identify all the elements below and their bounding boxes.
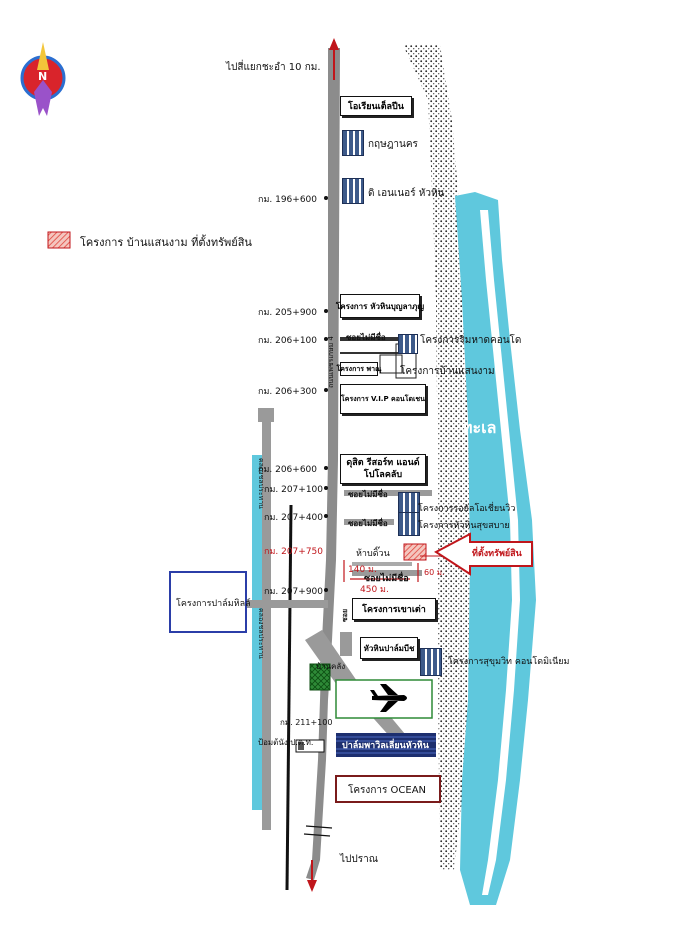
project-dusit-line1: ดุสิต รีสอร์ท แอนด์ — [346, 458, 420, 468]
project-vip-condo: โครงการ V.I.P คอนโดเชน — [340, 384, 426, 414]
poi-canal: คลองชลประทาน — [257, 608, 265, 659]
palm-right-box — [169, 571, 247, 633]
project-ocean: โครงการ OCEAN — [348, 785, 427, 796]
building-icon — [342, 130, 364, 156]
km-marker: กม. 207+750 — [264, 547, 324, 557]
km-marker: กม. 206+600 — [258, 465, 318, 475]
distance-label: 60 ม. — [424, 568, 445, 577]
soi-label: ซอยไม่มีชื่อ — [348, 490, 388, 499]
km-marker: กม. 211+100 — [280, 718, 333, 727]
project-palm-right: โครงการปาล์มหิลล์ — [176, 599, 251, 609]
project-saengnam: โครงการบ้านแสนงาม — [400, 366, 495, 377]
south-label: ไปปราณ — [340, 854, 378, 865]
distance-label: 450 ม. — [360, 585, 389, 595]
project-dusit-line2: โปโลคลับ — [363, 470, 403, 480]
km-marker: กม. 205+900 — [258, 308, 318, 318]
sea-label: ทะเล — [462, 418, 497, 437]
project-palm-pavilion: ปาล์มพาวิลเลี่ยนหัวหิน — [342, 741, 429, 751]
km-marker: กม. 206+300 — [258, 387, 318, 397]
building-icon — [398, 512, 420, 536]
project-seaside-condo: โครงการริมหาดคอนโด — [420, 335, 522, 346]
project-huahin-sukhsai: โครงการหัวหินสุขสบาย — [418, 521, 510, 531]
cross-road-palm — [246, 600, 328, 608]
railway — [285, 504, 293, 891]
highway — [306, 48, 340, 880]
project-oriental: โอเรียนเต็ลปีน — [340, 96, 412, 116]
west-road — [262, 415, 271, 830]
project-ocean-view: โครงการรอยัลโอเชี่ยนวิว — [418, 504, 516, 514]
soi-label: ซอยไม่มีชื่อ — [348, 519, 388, 528]
km-marker: กม. 207+900 — [264, 587, 324, 597]
km-marker: กม. 206+100 — [258, 336, 318, 346]
highway-label: ถนนเพชรเกษม 4 — [327, 336, 335, 388]
project-huahin-boon: โครงการ หัวหินบุญลาภุญ — [336, 294, 424, 318]
project-krisdanakorn: กฤษฎานคร — [368, 139, 418, 150]
km-marker: กม. 207+400 — [264, 513, 324, 523]
building-icon — [420, 648, 442, 676]
project-huahin-palm: หัวหินปาล์มบีช — [360, 637, 418, 659]
poi-checkpoint: ป้อมต้นัง ป.ต.ท. — [258, 738, 314, 747]
building-icon — [398, 334, 418, 354]
airplane-icon — [370, 684, 407, 712]
km-marker: กม. 196+600 — [258, 195, 318, 205]
poi-golf: บ้านคลัง — [316, 662, 346, 671]
soi-label: ซอย — [341, 608, 349, 622]
poi-property: ที่ตั้งทรัพย์สิน — [472, 549, 522, 559]
poi-market: ห้าบดิ๊วน — [356, 549, 390, 559]
golf-course — [309, 663, 331, 691]
poi-canal: คลองชลประทาน — [257, 458, 265, 509]
sea-channel — [480, 210, 520, 895]
project-the-elegance: ดิ เอนเนอร์ หัวหิน — [368, 188, 445, 199]
north-label: ไปสี่แยกชะอำ 10 กม. — [226, 62, 321, 73]
project-sukhumvit: โครงการสุขุมวิท คอนโดมิเนียม — [448, 657, 570, 667]
property-marker — [403, 543, 427, 561]
km-marker: กม. 207+100 — [264, 485, 324, 495]
legend-text: โครงการ บ้านแสนงาม ที่ตั้งทรัพย์สิน — [80, 236, 252, 249]
soi-label: ซอยไม่มีชื่อ — [364, 574, 409, 584]
compass-icon — [20, 42, 66, 116]
project-dusit: ดุสิต รีสอร์ท แอนด์ โปโลคลับ — [340, 454, 426, 484]
distance-label: 140 ม. — [348, 565, 377, 575]
property-arrow — [434, 532, 533, 576]
soi-label: ซอยไม่มีชื่อ — [346, 333, 386, 342]
project-pa: โครงการ พาณุ — [336, 362, 382, 376]
compass-letter: N — [38, 70, 48, 83]
legend-swatch — [47, 231, 71, 249]
beach — [403, 45, 470, 870]
project-khao-tao: โครงการเขาเต่า — [352, 598, 436, 620]
building-icon — [342, 178, 364, 204]
